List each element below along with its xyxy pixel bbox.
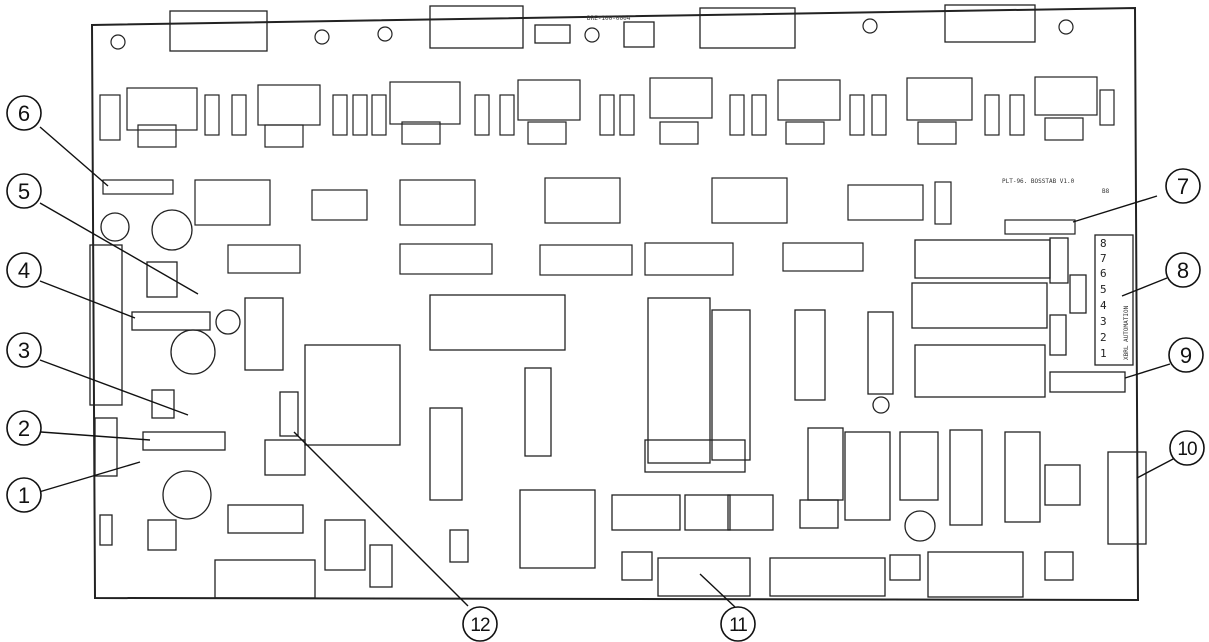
ic-code-text: DRE-100-0004: [587, 15, 631, 22]
callout-5: 5: [6, 173, 42, 209]
pin-label: 3: [1100, 315, 1107, 328]
pin-label: 7: [1100, 252, 1107, 265]
leader-line-11: [699, 573, 736, 608]
leader-line-7: [1072, 195, 1158, 223]
pcb-board-outline: [90, 6, 1140, 602]
leader-line-9: [1124, 363, 1171, 379]
connector-caption: XBRL AUTOMATION: [1123, 305, 1130, 360]
pin-label: 5: [1100, 283, 1107, 296]
callout-2: 2: [6, 410, 42, 446]
leader-line-1: [38, 461, 141, 493]
callout-10: 10: [1169, 430, 1205, 466]
top-trimmers: [110, 18, 1074, 50]
leader-line-2: [40, 431, 151, 441]
pin-label: 2: [1100, 331, 1107, 344]
callout-label: 7: [1177, 174, 1189, 199]
callout-label: 1: [18, 483, 30, 508]
pin-label: 8: [1100, 237, 1107, 250]
leader-line-4: [39, 280, 136, 319]
pin-label: 4: [1100, 299, 1107, 312]
left-power-section: [89, 209, 316, 599]
leader-lines: [38, 126, 1176, 608]
leader-line-6: [39, 126, 109, 187]
right-section: [799, 234, 1147, 545]
pin-label: 1: [1100, 347, 1107, 360]
callout-6: 6: [6, 95, 42, 131]
callout-label: 4: [18, 258, 30, 283]
callout-label: 3: [18, 338, 30, 363]
leader-line-3: [39, 359, 189, 416]
callout-label: 2: [18, 416, 30, 441]
board-silkscreen: PLT-96. BOSSTAB V1.0 B8 DRE-100-0004 XBR…: [587, 15, 1130, 360]
leader-line-8: [1121, 277, 1168, 297]
cpu-section: [264, 294, 894, 588]
callout-label: 6: [18, 101, 30, 126]
callout-label: 10: [1177, 439, 1197, 460]
top-connectors: [169, 4, 1036, 52]
callout-label: 5: [18, 179, 30, 204]
callout-label: 12: [470, 615, 490, 636]
callout-label: 11: [729, 615, 747, 636]
callout-9: 9: [1168, 337, 1204, 373]
output-driver-row: [99, 76, 1115, 148]
board-title-text-2: B8: [1102, 188, 1110, 195]
leader-line-12: [293, 431, 469, 607]
callout-12: 12: [462, 606, 498, 642]
callout-4: 4: [6, 252, 42, 288]
leader-line-5: [39, 202, 199, 295]
callout-3: 3: [6, 332, 42, 368]
mid-ic-row: [102, 177, 1076, 276]
callout-8: 8: [1165, 252, 1201, 288]
callout-11: 11: [720, 606, 756, 642]
connector-pin-labels: 8 7 6 5 4 3 2 1: [1100, 237, 1107, 360]
callout-markers: 1 2 3 4 5 6 7 8 9 10 11 12: [6, 95, 1205, 642]
callout-7: 7: [1165, 168, 1201, 204]
callout-label: 9: [1180, 343, 1192, 368]
leader-line-10: [1136, 457, 1176, 479]
callout-label: 8: [1177, 258, 1189, 283]
board-title-text: PLT-96. BOSSTAB V1.0: [1002, 178, 1075, 185]
bottom-connectors: [621, 551, 1074, 598]
pin-label: 6: [1100, 267, 1107, 280]
callout-1: 1: [6, 477, 42, 513]
